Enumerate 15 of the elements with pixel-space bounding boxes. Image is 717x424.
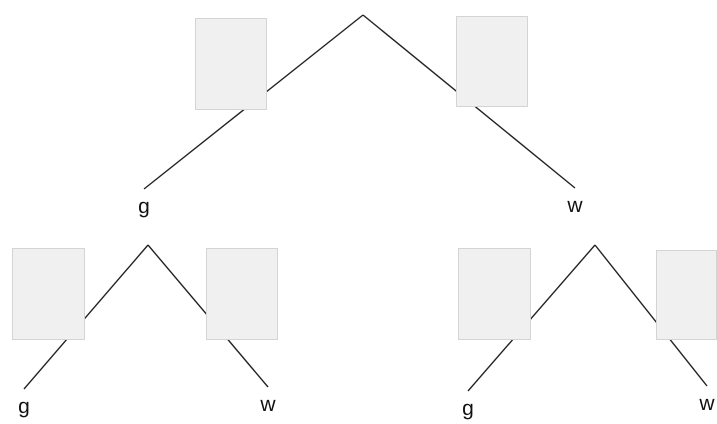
tree-label: g — [133, 195, 155, 221]
tree-label: g — [457, 397, 479, 423]
branch-line — [594, 244, 708, 386]
empty-box — [458, 248, 531, 340]
empty-box — [656, 250, 717, 340]
branch-line — [144, 14, 364, 190]
tree-label: w — [563, 194, 587, 220]
tree-label: w — [256, 393, 280, 419]
tree-label: g — [13, 395, 35, 421]
empty-box — [12, 248, 85, 340]
empty-box — [195, 18, 267, 110]
branch-line — [362, 14, 576, 189]
tree-label: w — [697, 392, 717, 418]
empty-box — [206, 248, 278, 340]
empty-box — [456, 16, 528, 107]
